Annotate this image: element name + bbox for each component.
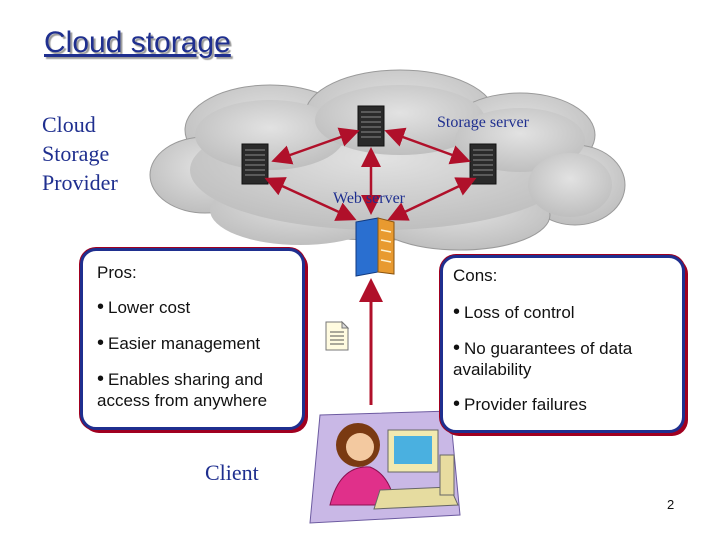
page-number: 2: [667, 497, 675, 512]
provider-label-line: Storage: [42, 141, 110, 166]
cons-item: •No guarantees of data availability: [453, 337, 633, 380]
provider-label-line: Cloud: [42, 112, 96, 137]
web-server-label: Web server: [333, 190, 406, 207]
page-title: Cloud storage: [44, 26, 231, 59]
pros-heading: Pros:: [97, 263, 137, 282]
server-rack-icon: [241, 143, 269, 185]
cons-box: Cons: •Loss of control •No guarantees of…: [440, 255, 685, 433]
cloud-storage-provider-label: Cloud Storage Provider: [42, 110, 118, 197]
storage-server-label: Storage server: [437, 114, 529, 131]
pros-item: •Lower cost: [97, 296, 191, 318]
cons-item: •Provider failures: [453, 393, 587, 415]
pros-box: Pros: •Lower cost •Easier management •En…: [80, 248, 305, 430]
client-label: Client: [205, 460, 259, 485]
connection-arrows: [264, 127, 477, 221]
server-rack-icon: [357, 105, 385, 147]
cons-item: •Loss of control: [453, 301, 575, 323]
pros-item: •Enables sharing and access from anywher…: [97, 368, 268, 411]
pros-item: •Easier management: [97, 332, 261, 354]
web-server-tower-icon: [355, 217, 395, 277]
server-rack-icon: [469, 143, 497, 185]
user-at-computer-icon: [309, 410, 461, 524]
provider-label-line: Provider: [42, 170, 118, 195]
document-icon: [325, 320, 350, 351]
cons-heading: Cons:: [453, 266, 498, 285]
